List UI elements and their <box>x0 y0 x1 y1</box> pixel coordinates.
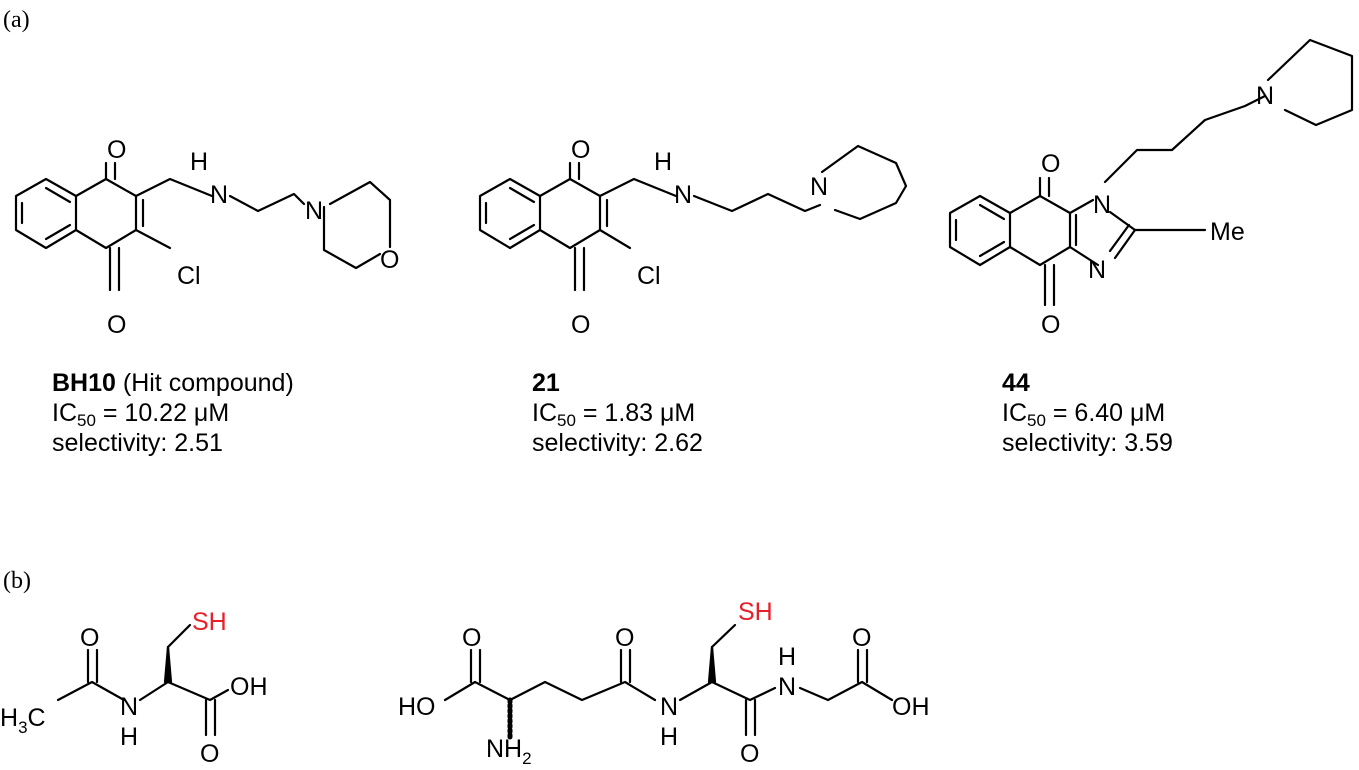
hydroxyl-label: OH <box>892 693 930 721</box>
atom-o: O <box>107 136 126 164</box>
atom-n: N <box>120 693 138 721</box>
atom-n: N <box>210 181 228 209</box>
structure-bh10: O O H N N O Cl <box>14 136 399 339</box>
compound-id: 21 <box>532 369 560 397</box>
ic50-line: IC50 = 10.22 μM <box>52 399 230 430</box>
selectivity-line: selectivity: 3.59 <box>1002 429 1173 457</box>
atom-n: N <box>1256 82 1274 110</box>
atom-o: O <box>852 624 871 652</box>
atom-n: N <box>1093 191 1111 219</box>
atom-h: H <box>190 148 208 176</box>
thiol-label: SH <box>738 598 773 626</box>
atom-h: H <box>654 148 672 176</box>
atom-cl: Cl <box>637 262 661 290</box>
atom-o: O <box>107 311 126 339</box>
atom-o: O <box>615 624 634 652</box>
atom-cl: Cl <box>177 262 201 290</box>
atom-n: N <box>674 181 692 209</box>
atom-o: O <box>740 740 759 768</box>
panel-label-a: (a) <box>3 7 30 33</box>
atom-o: O <box>571 136 590 164</box>
caption-bh10: BH10 (Hit compound) IC50 = 10.22 μM sele… <box>52 368 294 458</box>
atom-o: O <box>380 246 399 274</box>
structure-glutathione: HO O NH2 O N H SH O H N O OH <box>398 598 930 768</box>
atom-me: Me <box>1210 218 1245 246</box>
amine-label: NH2 <box>486 735 532 768</box>
structure-n-acetylcysteine: O H3C N H SH OH O <box>0 608 268 768</box>
hydroxyl-label: HO <box>398 693 436 721</box>
atom-h: H <box>120 723 138 751</box>
atom-h: H <box>660 723 678 751</box>
hydroxyl-label: OH <box>230 673 268 701</box>
atom-o: O <box>462 624 481 652</box>
atom-n: N <box>810 173 828 201</box>
selectivity-line: selectivity: 2.51 <box>52 429 223 457</box>
caption-21: 21 IC50 = 1.83 μM selectivity: 2.62 <box>532 368 703 458</box>
compound-id: BH10 <box>52 369 116 397</box>
atom-o: O <box>1041 150 1060 178</box>
compound-note: (Hit compound) <box>122 369 294 397</box>
atom-n: N <box>778 673 796 701</box>
atom-n: N <box>660 693 678 721</box>
methyl-label: H3C <box>0 704 46 737</box>
atom-o: O <box>200 740 219 768</box>
caption-44: 44 IC50 = 6.40 μM selectivity: 3.59 <box>1002 368 1173 458</box>
atom-o: O <box>1041 311 1060 339</box>
thiol-label: SH <box>192 608 227 636</box>
atom-n: N <box>1088 256 1106 284</box>
compound-id: 44 <box>1002 369 1030 397</box>
atom-o: O <box>80 624 99 652</box>
structure-44: O O N N Me N <box>948 38 1354 339</box>
atom-h: H <box>778 643 796 671</box>
atom-n: N <box>305 197 323 225</box>
ic50-line: IC50 = 1.83 μM <box>532 399 696 430</box>
selectivity-line: selectivity: 2.62 <box>532 429 703 457</box>
ic50-line: IC50 = 6.40 μM <box>1002 399 1166 430</box>
atom-o: O <box>571 311 590 339</box>
panel-label-b: (b) <box>3 568 31 594</box>
structure-21: O O H N N Cl <box>478 136 908 339</box>
